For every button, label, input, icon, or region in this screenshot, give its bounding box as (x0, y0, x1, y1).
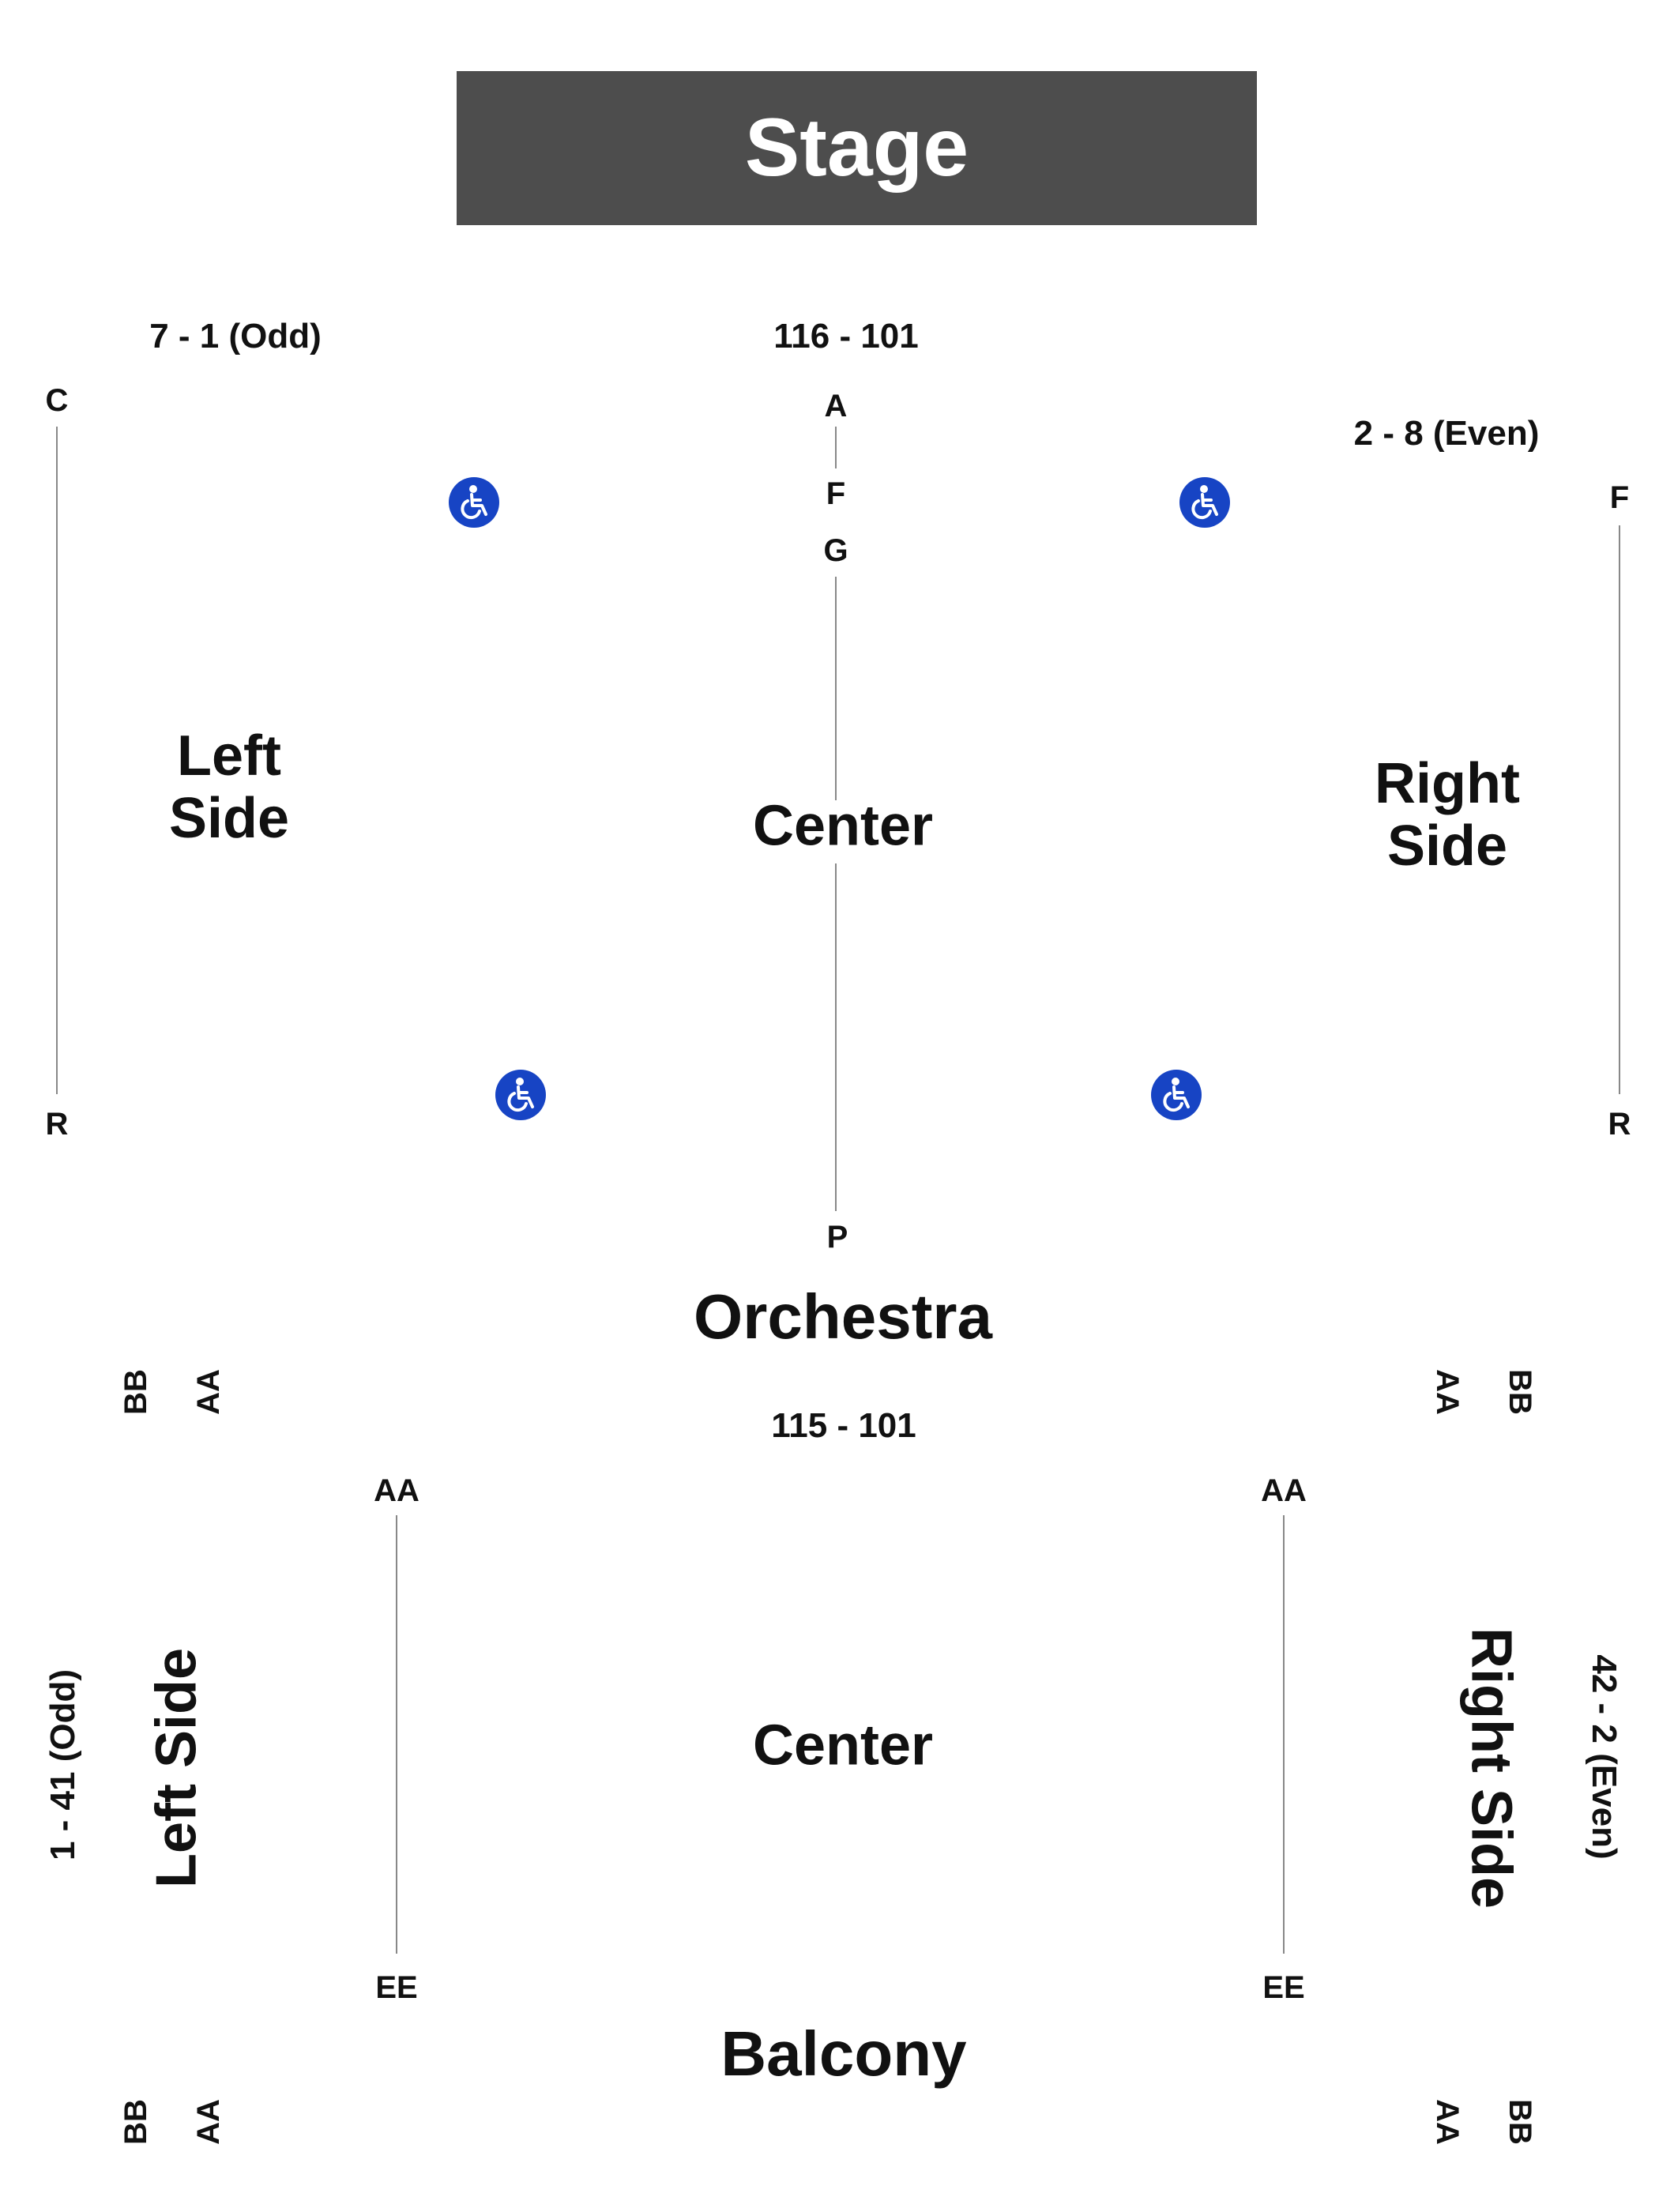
orchestra-right-row-line (1619, 525, 1620, 1094)
orchestra-title: Orchestra (694, 1281, 992, 1352)
balcony-left-row-end: EE (375, 1970, 418, 2005)
wheelchair-accessible-icon (449, 477, 499, 528)
orchestra-center-row-f: F (826, 476, 846, 511)
box-aa-right-upper: AA (1430, 1369, 1465, 1415)
orchestra-center-seat-range: 116 - 101 (773, 317, 919, 356)
orchestra-left-row-start: C (45, 383, 69, 418)
balcony-right-seat-range: 42 - 2 (Even) (1585, 1654, 1623, 1860)
box-aa-left-upper: AA (191, 1369, 226, 1415)
balcony-right-row-end: EE (1262, 1970, 1305, 2005)
orchestra-center-row-g: G (823, 533, 848, 568)
orchestra-left-seat-range: 7 - 1 (Odd) (149, 317, 322, 356)
balcony-left-side-label[interactable]: Left Side (145, 1647, 209, 1889)
balcony-left-row-start: AA (374, 1473, 419, 1508)
balcony-right-row-start: AA (1261, 1473, 1307, 1508)
orchestra-left-row-end: R (45, 1107, 69, 1142)
orchestra-right-row-start: F (1609, 480, 1630, 515)
orchestra-left-row-line (56, 427, 58, 1094)
balcony-center-seat-range: 115 - 101 (771, 1406, 916, 1445)
box-bb-right-upper: BB (1503, 1369, 1537, 1415)
orchestra-center-row-line-top (835, 427, 837, 468)
box-aa-right-lower: AA (1430, 2099, 1465, 2145)
balcony-left-seat-range: 1 - 41 (Odd) (43, 1668, 82, 1861)
orchestra-center-row-a: A (824, 389, 848, 423)
balcony-right-row-line (1283, 1515, 1285, 1954)
orchestra-center-row-end: P (826, 1220, 848, 1255)
box-bb-left-upper: BB (118, 1369, 153, 1415)
orchestra-right-row-end: R (1608, 1107, 1631, 1142)
box-bb-left-lower: BB (118, 2099, 153, 2145)
balcony-center-label[interactable]: Center (752, 1714, 934, 1778)
wheelchair-accessible-icon (1151, 1070, 1202, 1120)
orchestra-right-seat-range: 2 - 8 (Even) (1353, 414, 1540, 453)
box-aa-left-lower: AA (191, 2099, 226, 2145)
orchestra-center-row-line-upper (835, 577, 837, 800)
orchestra-center-row-line-lower (835, 863, 837, 1211)
stage: Stage (457, 71, 1257, 225)
box-bb-right-lower: BB (1503, 2099, 1537, 2145)
orchestra-right-side-label[interactable]: Right Side (1375, 751, 1520, 878)
wheelchair-accessible-icon (1179, 477, 1230, 528)
balcony-left-row-line (396, 1515, 397, 1954)
orchestra-center-label[interactable]: Center (752, 794, 934, 858)
balcony-title: Balcony (720, 2018, 967, 2089)
orchestra-left-side-label[interactable]: Left Side (168, 724, 290, 850)
balcony-right-side-label[interactable]: Right Side (1459, 1627, 1523, 1909)
wheelchair-accessible-icon (495, 1070, 546, 1120)
